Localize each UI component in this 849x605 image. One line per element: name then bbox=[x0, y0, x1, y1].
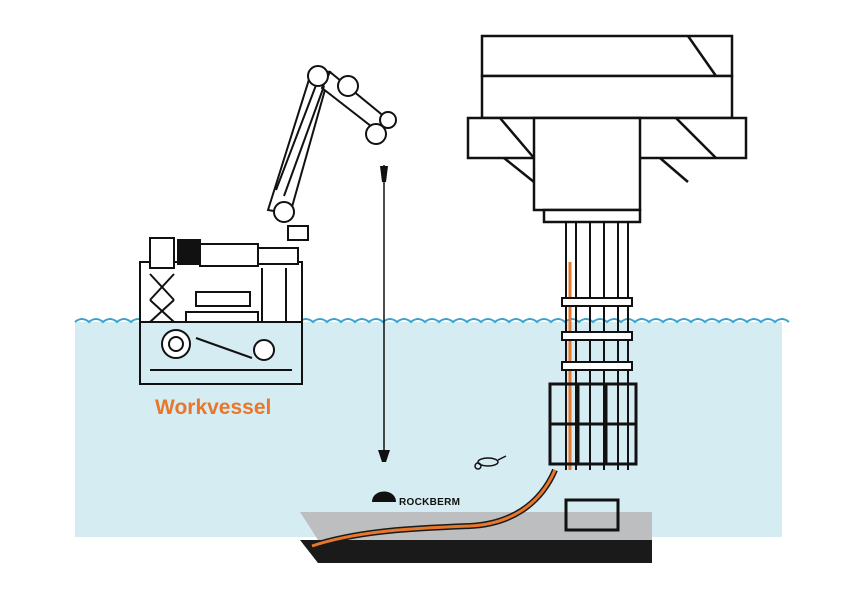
rockberm-label: ROCKBERM bbox=[399, 497, 461, 508]
crane-hook-icon bbox=[380, 166, 388, 182]
crane-boom bbox=[266, 65, 397, 241]
workvessel bbox=[139, 237, 303, 385]
rock-dump-bucket-icon bbox=[372, 491, 396, 502]
diver-icon bbox=[474, 455, 507, 470]
jacket-frame bbox=[548, 382, 638, 532]
seabed-base bbox=[300, 540, 652, 563]
platform-risers bbox=[565, 222, 629, 470]
offshore-platform bbox=[466, 34, 748, 224]
workvessel-label: Workvessel bbox=[155, 396, 272, 419]
